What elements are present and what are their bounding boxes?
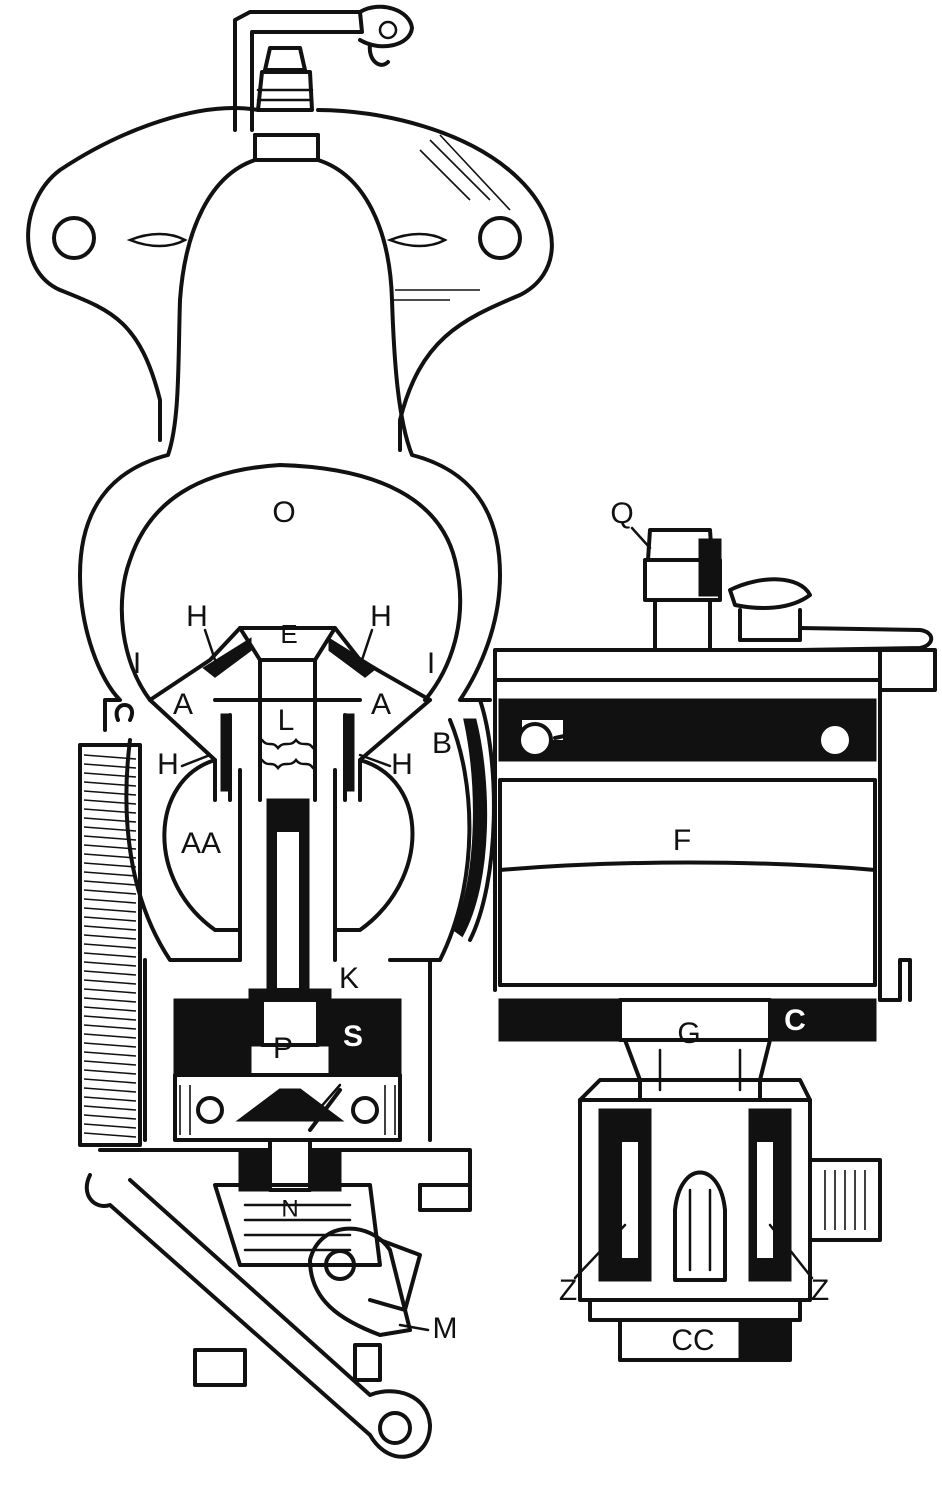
label-AA: AA [181,827,221,860]
label-H-top-right: H [370,600,392,633]
leader-M [398,1323,430,1332]
label-M: M [433,1312,458,1345]
mounting-flange [26,106,554,452]
lower-chamber-casting [143,958,432,1142]
leader-H-top-left [203,628,217,662]
label-Z-left: Z [559,1274,577,1307]
label-K: K [339,962,359,995]
label-F: F [673,824,691,857]
label-Q: Q [610,497,633,530]
float-chamber [493,648,937,1042]
label-I-right: I [427,647,435,680]
label-A-left: A [173,688,193,721]
label-A-right: A [371,688,391,721]
throttle-lever-top [233,4,414,132]
leader-H-mid-right [358,753,392,768]
label-Z-right: Z [811,1274,829,1307]
label-L: L [278,704,295,737]
label-H-mid-right: H [391,748,413,781]
label-H-top-left: H [186,600,208,633]
float-cap-fitting [643,528,934,652]
label-E: E [280,619,297,649]
label-P: P [273,1032,293,1065]
label-N: N [281,1195,298,1222]
label-C: C [784,1004,806,1037]
valve-seat-assembly [148,626,432,802]
needle-valve-base [98,1138,472,1267]
label-G: G [677,1017,700,1050]
label-CC: CC [671,1324,714,1357]
label-B: B [432,727,452,760]
label-S: S [343,1020,363,1053]
leader-S [318,1083,342,1110]
throttle-arm-lower [84,1173,432,1459]
part-labels: O Q E H H H H I I A A L B AA F K P S C G… [133,496,829,1357]
strainer-bowl [578,1038,882,1362]
leader-Z-right [768,1223,814,1280]
leader-H-mid-left [180,753,212,768]
leader-Z-left [573,1223,627,1280]
label-O: O [272,496,295,529]
mixing-chamber-body [78,133,502,732]
label-I-left: I [133,647,141,680]
leader-Q [630,526,652,550]
central-piston-stem [238,798,337,1047]
label-H-mid-left: H [157,748,179,781]
leader-H-top-right [360,628,374,662]
return-spring [78,703,142,1147]
